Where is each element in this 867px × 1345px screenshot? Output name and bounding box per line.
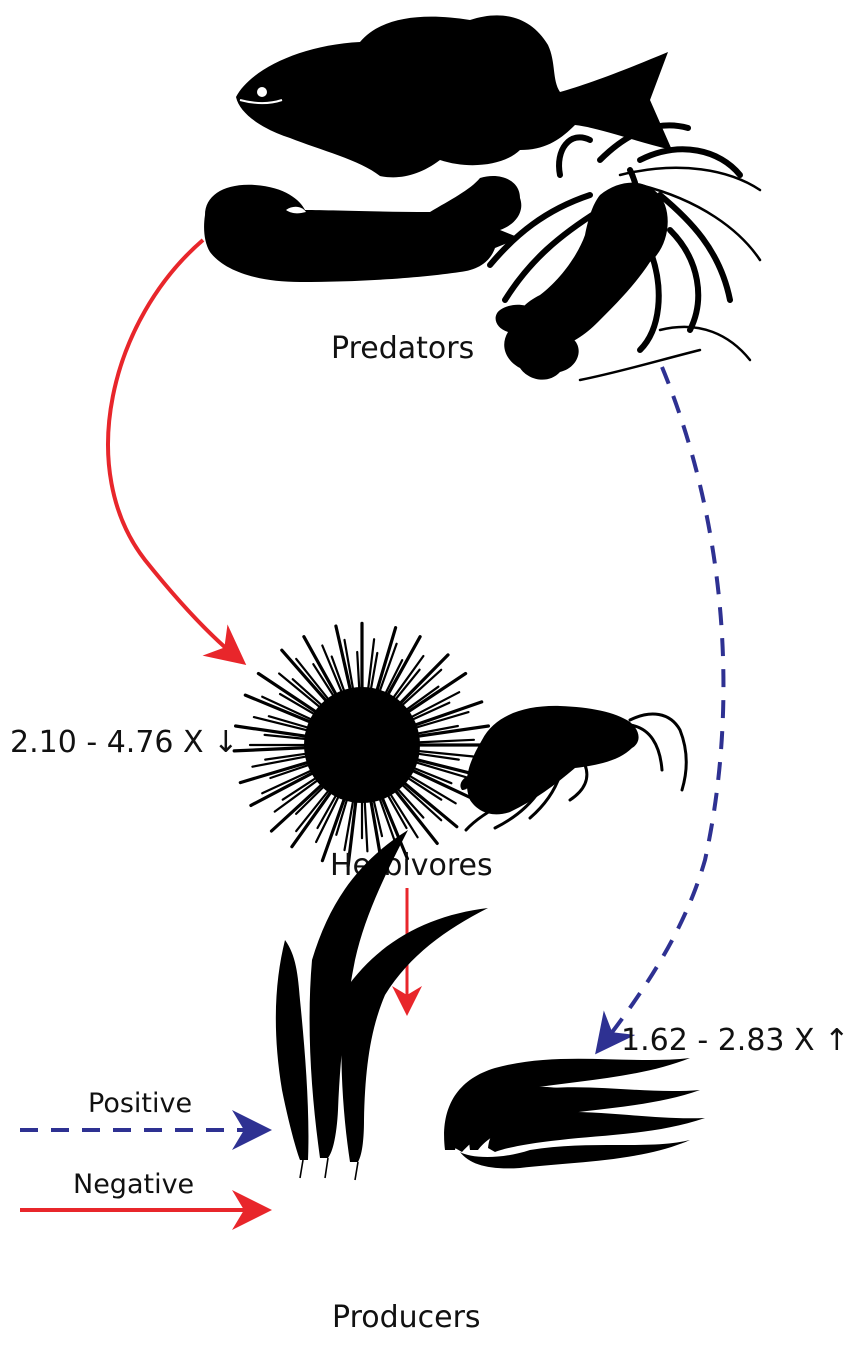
legend-negative-label: Negative: [73, 1169, 194, 1200]
lobster-icon: [490, 125, 760, 380]
seagrass-icon: [444, 1058, 705, 1168]
urchin-spine: [234, 747, 312, 751]
predators-label: Predators: [331, 331, 474, 366]
herbivore-change-label: 2.10 - 4.76 X ↓: [10, 725, 238, 760]
sea-urchin-icon: [234, 623, 490, 866]
producers-label: Producers: [332, 1300, 481, 1335]
positive-arrow-predators-to-producers: [600, 367, 723, 1048]
isopod-icon: [460, 706, 686, 830]
urchin-spine: [364, 795, 367, 851]
urchin-spine: [410, 712, 469, 729]
legend-positive-label: Positive: [88, 1088, 192, 1119]
legend: Positive Negative: [20, 1088, 264, 1210]
urchin-spine: [412, 740, 474, 743]
negative-arrow-predators-to-herbivores: [108, 240, 240, 660]
sea-otter-icon: [204, 176, 521, 282]
producer-change-label: 1.62 - 2.83 X ↑: [621, 1023, 849, 1058]
